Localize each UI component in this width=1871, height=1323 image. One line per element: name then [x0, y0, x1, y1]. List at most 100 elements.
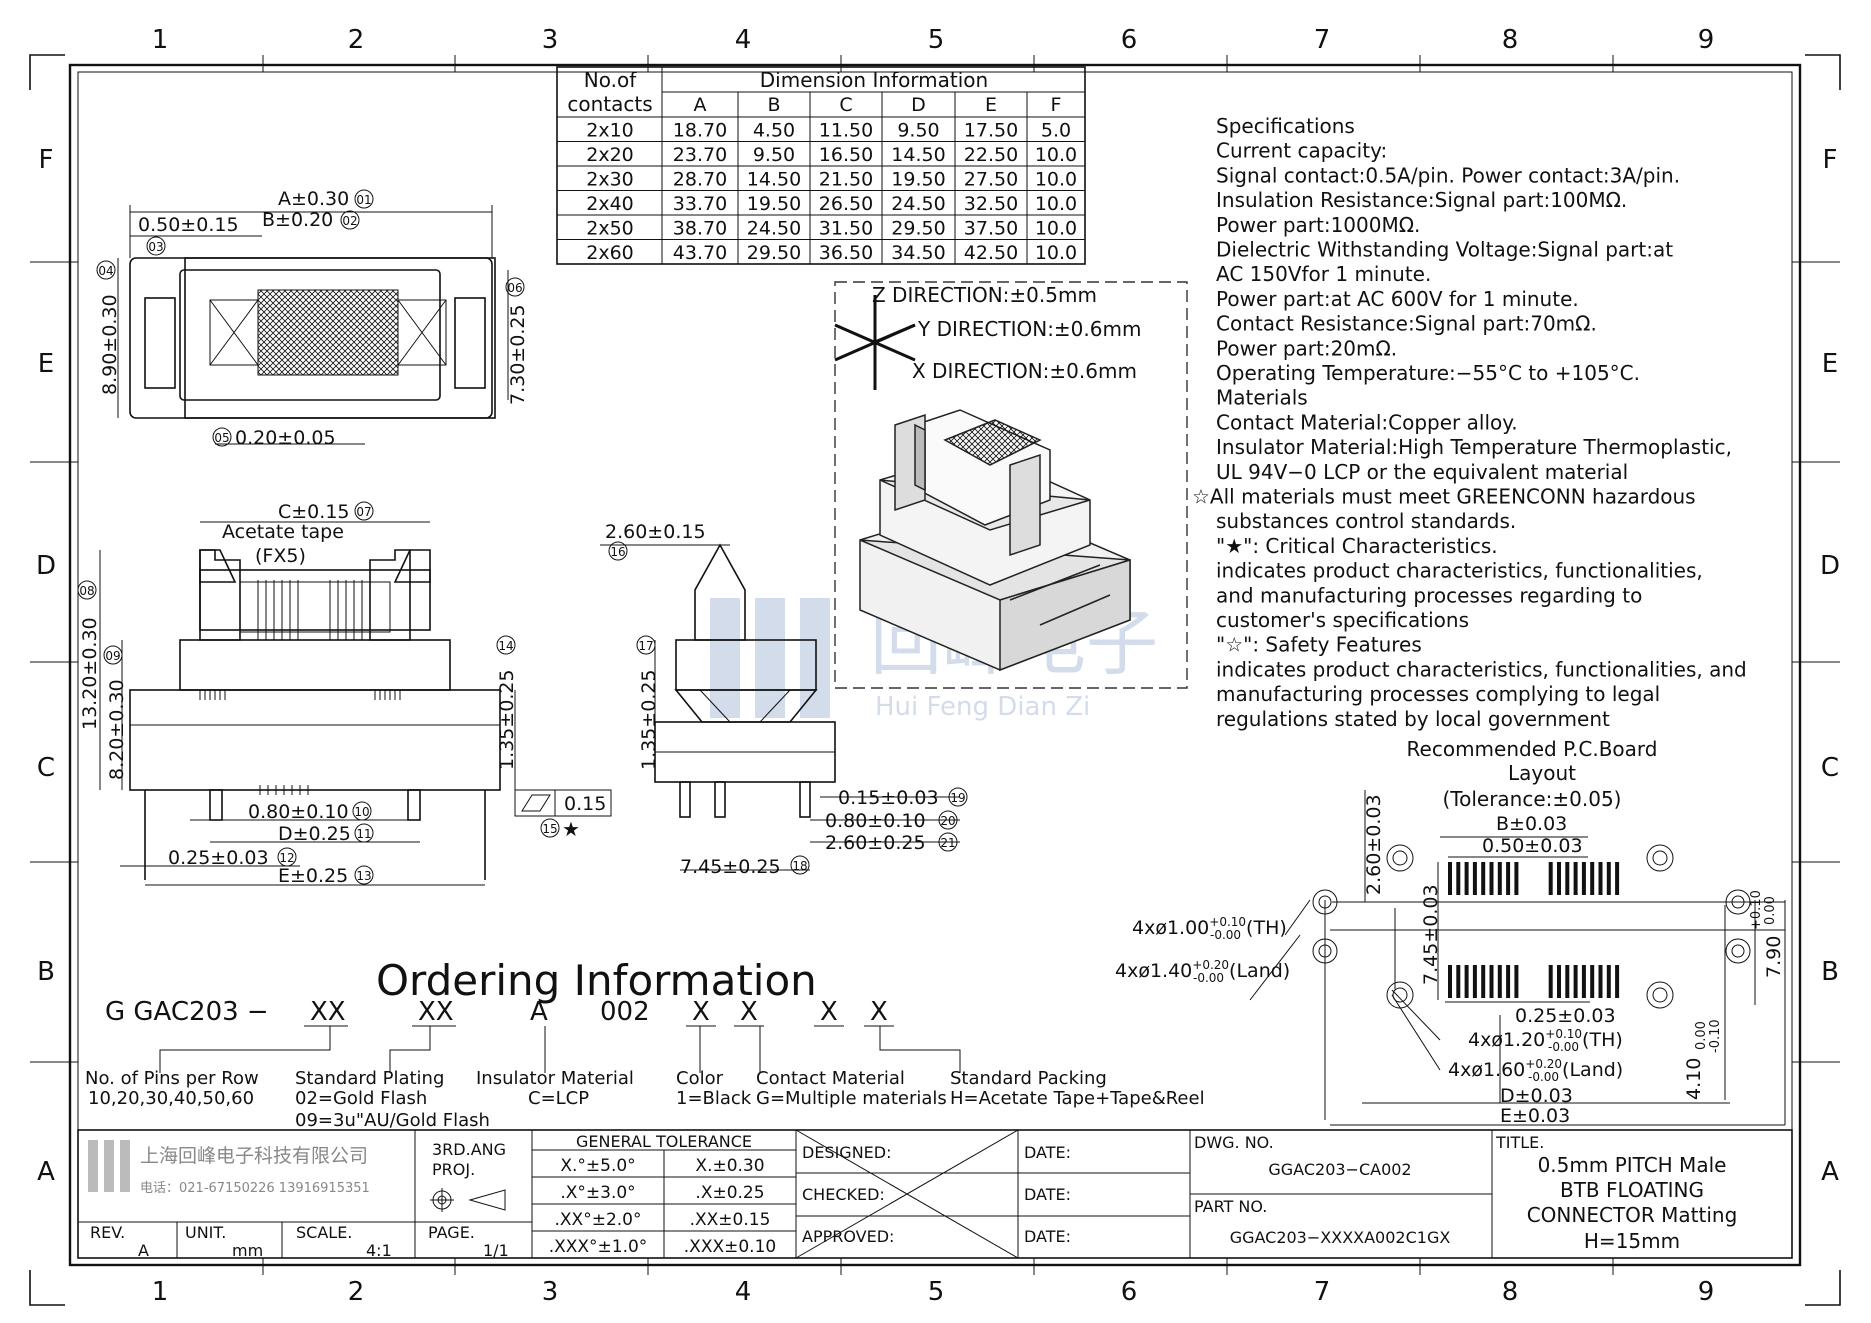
row-label: B — [37, 957, 55, 987]
signal-pad — [1497, 862, 1502, 895]
column-label: 3 — [542, 25, 559, 55]
table-cell: 19.50 — [747, 193, 801, 215]
unit-label: UNIT. — [185, 1223, 226, 1242]
pcb-dim-b: B±0.03 — [1496, 813, 1567, 835]
ordering-label: Color — [676, 1068, 724, 1089]
table-row-contacts: 2x10 — [586, 120, 634, 142]
row-label: A — [1821, 1157, 1839, 1187]
general-tolerance: GENERAL TOLERANCE — [576, 1132, 752, 1151]
table-header-contacts-2: contacts — [567, 92, 652, 116]
table-cell: 29.50 — [891, 218, 945, 240]
column-label: 5 — [928, 1277, 945, 1307]
spec-line: substances control standards. — [1216, 509, 1516, 533]
approved-date: DATE: — [1024, 1227, 1071, 1246]
table-col-header: E — [985, 94, 997, 116]
ordering-label: Standard Plating — [295, 1068, 444, 1089]
title-line-4: H=15mm — [1584, 1229, 1680, 1253]
tolerance-linear: X.±0.30 — [695, 1156, 764, 1176]
land-b-suffix: (Land) — [1562, 1059, 1623, 1081]
tolerance-angle: .X°±3.0° — [560, 1183, 635, 1203]
dim-a-num: 01 — [356, 193, 371, 207]
row-label: E — [1822, 349, 1838, 379]
spec-line: Power part:1000MΩ. — [1216, 213, 1420, 237]
signal-pad — [1606, 862, 1611, 895]
title-line-2: BTB FLOATING — [1560, 1178, 1704, 1202]
column-label: 7 — [1314, 25, 1331, 55]
table-cell: 9.50 — [897, 120, 939, 142]
dim-height-front-num: 08 — [79, 584, 94, 598]
pcb-dim-e: E±0.03 — [1500, 1105, 1570, 1127]
signal-pad — [1481, 862, 1486, 895]
signal-pad — [1565, 862, 1570, 895]
flatness-num: 15 — [542, 822, 557, 836]
dwg-no: GGAC203−CA002 — [1268, 1160, 1411, 1179]
table-cell: 21.50 — [819, 169, 873, 191]
dim-080-side-num: 20 — [940, 814, 955, 828]
table-cell: 5.0 — [1041, 120, 1071, 142]
ordering-code-part: XX — [418, 997, 454, 1027]
page: 1/1 — [483, 1241, 509, 1260]
table-col-header: C — [839, 94, 852, 116]
pcb-holes — [1312, 844, 1751, 1009]
checked-date: DATE: — [1024, 1185, 1071, 1204]
table-cell: 10.0 — [1035, 193, 1077, 215]
table-row-contacts: 2x40 — [586, 193, 634, 215]
side-view: 2.60±0.15 16 1.35±0.25 17 7.45±0.25 18 0… — [600, 521, 968, 878]
signal-pad — [1573, 965, 1578, 998]
designed-date: DATE: — [1024, 1143, 1071, 1162]
row-label: A — [37, 1157, 55, 1187]
spec-line: customer's specifications — [1216, 608, 1469, 632]
table-cell: 22.50 — [964, 144, 1018, 166]
signal-pad — [1456, 862, 1461, 895]
signal-pad — [1464, 862, 1469, 895]
pcb-dim-410-dn: -0.10 — [1708, 1019, 1723, 1053]
ordering-option: C=LCP — [528, 1088, 589, 1109]
dim-025-front: 0.25±0.03 — [168, 847, 269, 869]
ordering-label: Insulator Material — [476, 1068, 634, 1089]
part-no-label: PART NO. — [1194, 1197, 1267, 1216]
table-cell: 33.70 — [673, 193, 727, 215]
scale: 4:1 — [366, 1241, 392, 1260]
column-label: 8 — [1502, 1277, 1519, 1307]
company-name: 上海回峰电子科技有限公司 — [140, 1145, 368, 1167]
pcb-dim-d: D±0.03 — [1500, 1085, 1573, 1107]
row-label: F — [39, 145, 54, 175]
table-cell: 32.50 — [964, 193, 1018, 215]
table-header-info: Dimension Information — [760, 68, 988, 92]
signal-pad — [1590, 862, 1595, 895]
pcb-dim-790-dn: 0.00 — [1763, 896, 1778, 925]
ordering-code-part: X — [870, 997, 888, 1027]
row-label: D — [1820, 551, 1840, 581]
dim-body: 8.20±0.30 — [106, 679, 128, 780]
land-b-dn: -0.00 — [1528, 1070, 1559, 1084]
signal-pad — [1506, 965, 1511, 998]
land-a-dn: -0.00 — [1193, 971, 1224, 985]
table-row-contacts: 2x30 — [586, 169, 634, 191]
flatness-value: 0.15 — [564, 793, 606, 815]
dim-080-front-num: 10 — [354, 805, 369, 819]
table-row-contacts: 2x60 — [586, 242, 634, 264]
signal-pad — [1456, 965, 1461, 998]
column-label: 2 — [348, 25, 365, 55]
pcb-dim-745: 7.45±0.03 — [1420, 884, 1442, 985]
signal-pad — [1448, 862, 1452, 895]
land-b: 4xø1.60 — [1448, 1059, 1525, 1081]
spec-line: regulations stated by local government — [1216, 707, 1610, 731]
ordering-code-part: X — [692, 997, 710, 1027]
ordering-label: Standard Packing — [950, 1068, 1107, 1089]
company-logo — [88, 1140, 130, 1192]
page-label: PAGE. — [428, 1223, 475, 1242]
dim-height-front: 13.20±0.30 — [79, 617, 101, 730]
angle-1: 3RD.ANG — [432, 1140, 506, 1159]
table-row-contacts: 2x50 — [586, 218, 634, 240]
spec-line: indicates product characteristics, funct… — [1216, 559, 1703, 583]
ordering-label: No. of Pins per Row — [85, 1068, 259, 1089]
table-cell: 28.70 — [673, 169, 727, 191]
row-label: B — [1821, 957, 1839, 987]
dim-d-front-num: 11 — [356, 827, 371, 841]
column-label: 4 — [735, 25, 752, 55]
hole-th-a: 4xø1.00 — [1132, 917, 1209, 939]
connector-3d-illustration — [859, 409, 1131, 672]
